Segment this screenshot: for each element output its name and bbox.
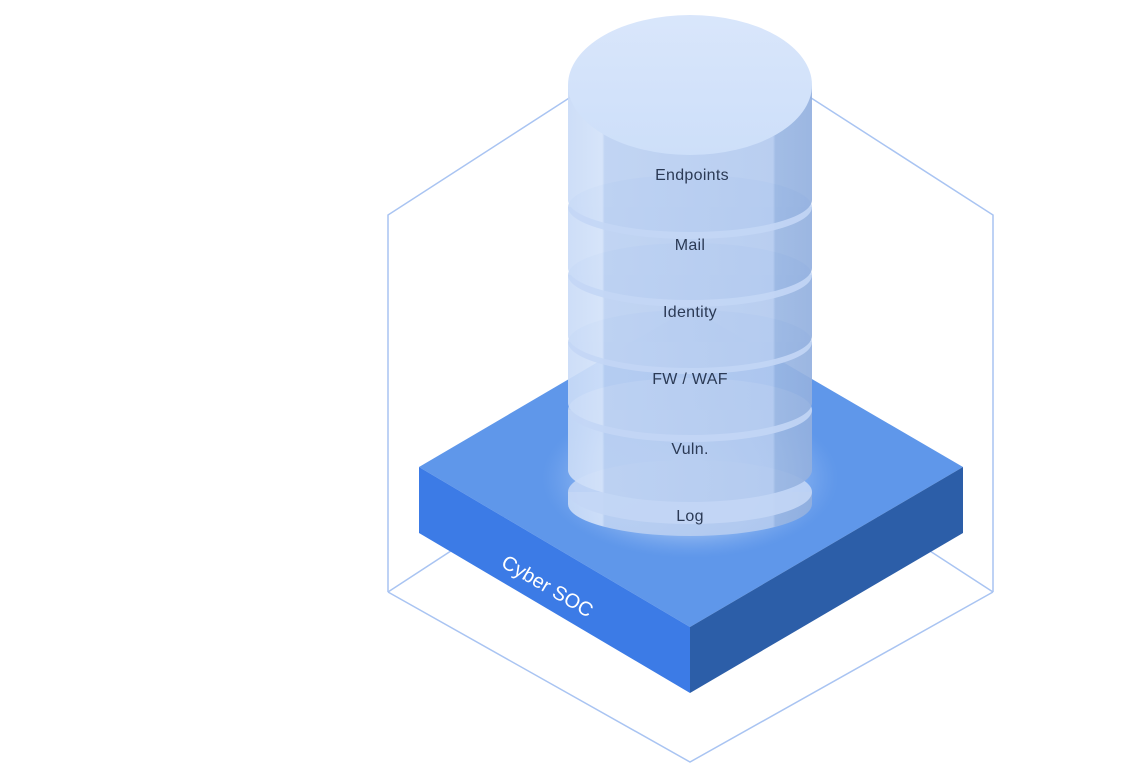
- platform-right-face: [690, 467, 963, 693]
- layer-label-fw-waf: FW / WAF: [652, 371, 728, 388]
- platform-left-face: [419, 467, 690, 693]
- layer-endpoints: [568, 15, 812, 232]
- cylinder-stack: Endpoints Mail Identity FW / WAF Vuln. L…: [568, 15, 812, 536]
- layer-label-identity: Identity: [663, 304, 717, 321]
- layer-label-endpoints: Endpoints: [655, 167, 729, 184]
- layer-label-mail: Mail: [675, 237, 706, 254]
- layer-label-log: Log: [676, 508, 704, 525]
- layer-label-vuln: Vuln.: [671, 441, 708, 458]
- cylinder-cap: [568, 15, 812, 155]
- hexagon-front-edges: [387, 591, 994, 763]
- hexagon-front-outline: [387, 591, 994, 763]
